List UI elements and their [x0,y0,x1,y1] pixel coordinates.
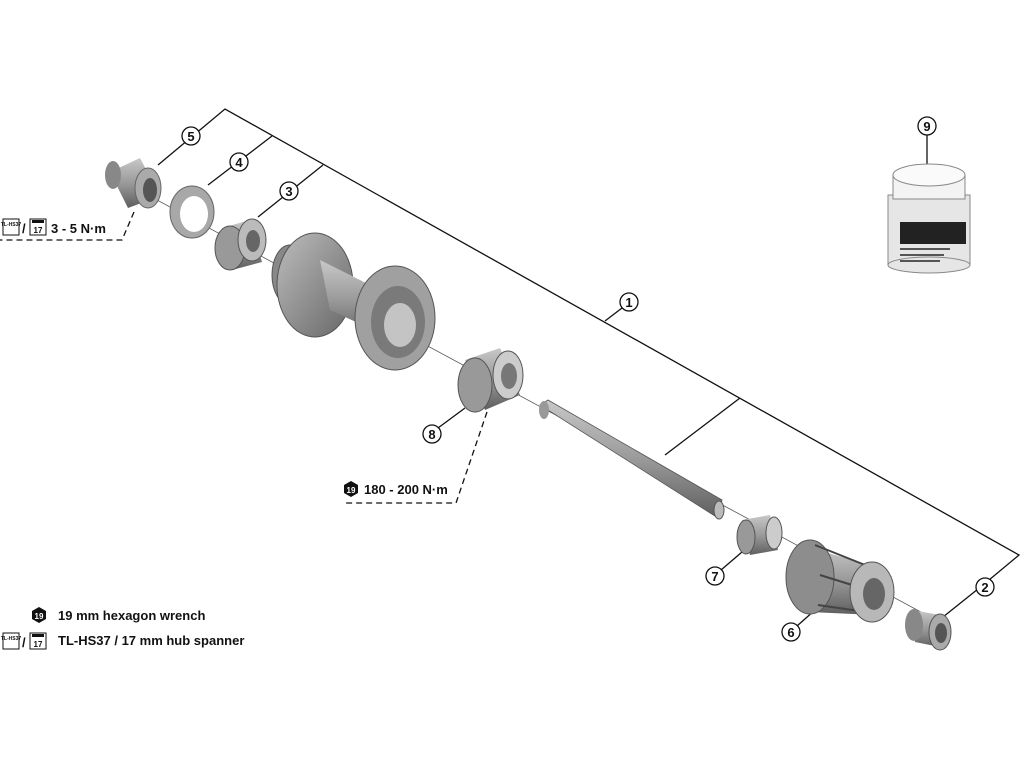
callout-label: 4 [235,155,243,170]
torque-value: 180 - 200 N·m [364,482,448,497]
svg-text:/: / [22,635,26,650]
part-8-freehub-nut [457,348,524,413]
torque-spec-lock-ring: TL-HS37 / 17 3 - 5 N·m [1,218,106,236]
tl-hs37-icon: TL-HS37 [1,218,22,236]
legend-item-hub-spanner: TL-HS37 / 17 TL-HS37 / 17 mm hub spanner [1,632,244,650]
tool-legend: 19 19 mm hexagon wrench TL-HS37 / 17 TL-… [1,607,244,650]
callout-label: 5 [187,129,194,144]
hub-body [271,232,436,371]
callout-label: 6 [787,625,794,640]
svg-text:TL-HS37: TL-HS37 [1,636,22,642]
callout-label: 9 [923,119,930,134]
callout-label: 2 [981,580,988,595]
callout-3: 3 [279,181,299,201]
hub-axle [539,399,725,520]
callout-7: 7 [705,566,725,586]
svg-text:17: 17 [34,226,43,235]
torque-spec-freehub-nut: 19 180 - 200 N·m [344,481,448,497]
callout-2: 2 [975,577,995,597]
callout-label: 1 [625,295,632,310]
callout-5: 5 [181,126,201,146]
svg-text:19: 19 [35,612,44,621]
part-6-freehub-body [785,539,895,623]
svg-text:19: 19 [347,486,356,495]
legend-item-hex-wrench: 19 19 mm hexagon wrench [32,607,205,623]
callout-4: 4 [229,152,249,172]
callout-label: 8 [428,427,435,442]
torque-leaders [0,211,488,504]
part-4-washer [169,185,215,239]
torque-value: 3 - 5 N·m [51,221,106,236]
part-9-grease-jar [887,163,971,274]
part-5-end-cap [105,158,162,209]
callout-1: 1 [619,292,639,312]
tl-hs37-icon [2,632,20,650]
part-2-end-cap [905,609,952,651]
callout-8: 8 [422,424,442,444]
svg-text:/: / [22,221,26,236]
callout-9: 9 [917,116,937,136]
svg-text:TL-HS37 / 17 mm hub spanner: TL-HS37 / 17 mm hub spanner [58,633,244,648]
svg-text:TL-HS37: TL-HS37 [1,222,22,228]
svg-text:17: 17 [34,640,43,649]
callout-6: 6 [781,622,801,642]
callout-label: 7 [711,569,718,584]
spanner-17-icon: 17 [29,218,47,236]
callout-label: 3 [285,184,292,199]
hex-wrench-19-icon [32,607,46,623]
hex-wrench-19-icon: 19 [344,481,358,497]
svg-text:19 mm hexagon wrench: 19 mm hexagon wrench [58,608,205,623]
part-3-bearing [214,218,267,271]
part-7-spacer [736,515,783,555]
